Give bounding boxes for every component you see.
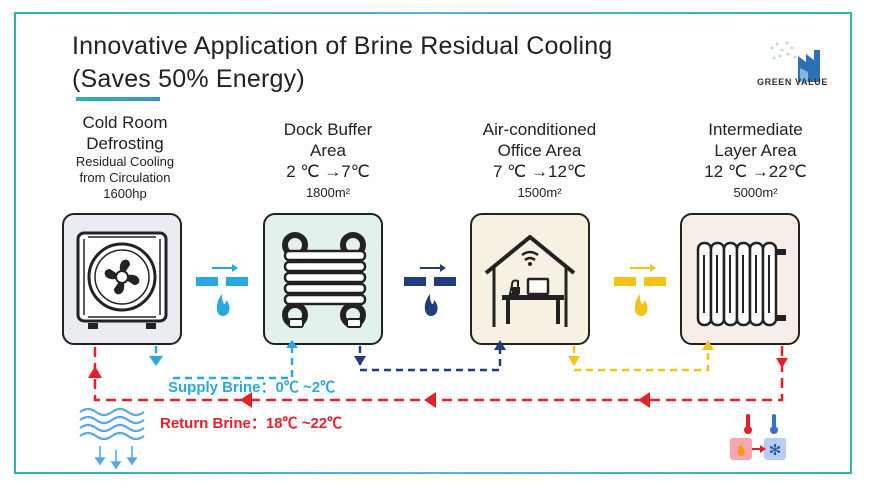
title-line-1: Innovative Application of Brine Residual…	[72, 32, 613, 60]
flow-arrow-2	[404, 264, 456, 316]
stage-area: 1800m²	[305, 185, 351, 200]
heat-exchange-icon: ✻	[730, 414, 786, 460]
flame-icon	[424, 294, 438, 316]
stage-intermediate: Intermediate Layer Area 12 ℃ →22℃ 5000m²	[668, 119, 843, 201]
card-intermediate	[680, 213, 800, 345]
return-brine-label: Return Brine：18℃ ~22℃	[160, 415, 343, 432]
stage-area: 1500m²	[517, 185, 562, 200]
stage-name-line-1: Dock Buffer	[283, 120, 373, 139]
title-line-2: (Saves 50% Energy)	[72, 65, 305, 93]
stage-detail-1: Residual Cooling	[75, 154, 175, 169]
stage-cold-room: Cold Room Defrosting Residual Cooling fr…	[40, 112, 210, 202]
stage-name-line-1: Cold Room	[82, 113, 168, 132]
stage-name-line-2: Defrosting	[86, 134, 164, 153]
stage-name-line-2: Office Area	[497, 141, 582, 160]
stage-dock-buffer: Dock Buffer Area 2 ℃ →7℃ 1800m²	[243, 119, 413, 201]
supply-pipe	[154, 346, 710, 380]
logo-text: GREEN VALUE	[757, 77, 828, 87]
svg-text:✻: ✻	[769, 442, 782, 459]
cooling-coil-icon	[282, 232, 367, 328]
stage-temp: 12 ℃ →22℃	[704, 162, 807, 181]
water-waves-icon	[79, 407, 145, 441]
stage-area: 5000m²	[733, 185, 778, 200]
stage-name-line-1: Air-conditioned	[482, 120, 597, 139]
flow-arrow-1	[196, 264, 248, 316]
page-title: Innovative Application of Brine Residual…	[72, 30, 612, 96]
stage-name-line-2: Layer Area	[714, 141, 797, 160]
supply-brine-label: Supply Brine：0℃ ~2℃	[168, 379, 336, 396]
office-house-icon	[484, 235, 576, 327]
factory-icon	[770, 41, 820, 82]
flow-arrow-3	[614, 264, 666, 316]
stage-office: Air-conditioned Office Area 7 ℃ →12℃ 150…	[452, 119, 627, 201]
card-office	[470, 213, 590, 345]
stage-temp: 7 ℃ →12℃	[493, 162, 586, 181]
title-underline	[76, 97, 160, 101]
radiator-icon	[696, 241, 786, 327]
card-dock-buffer	[263, 213, 383, 345]
stage-name-line-1: Intermediate	[708, 120, 803, 139]
flame-icon	[634, 294, 648, 316]
card-cold-room	[62, 213, 182, 345]
stage-detail-3: 1600hp	[103, 186, 147, 201]
stage-temp: 2 ℃ →7℃	[286, 162, 370, 181]
flame-icon	[216, 294, 230, 316]
stage-name-line-2: Area	[310, 141, 346, 160]
stage-detail-2: from Circulation	[79, 170, 171, 185]
down-arrows-icon	[94, 446, 138, 470]
condenser-fan-icon	[76, 231, 168, 329]
